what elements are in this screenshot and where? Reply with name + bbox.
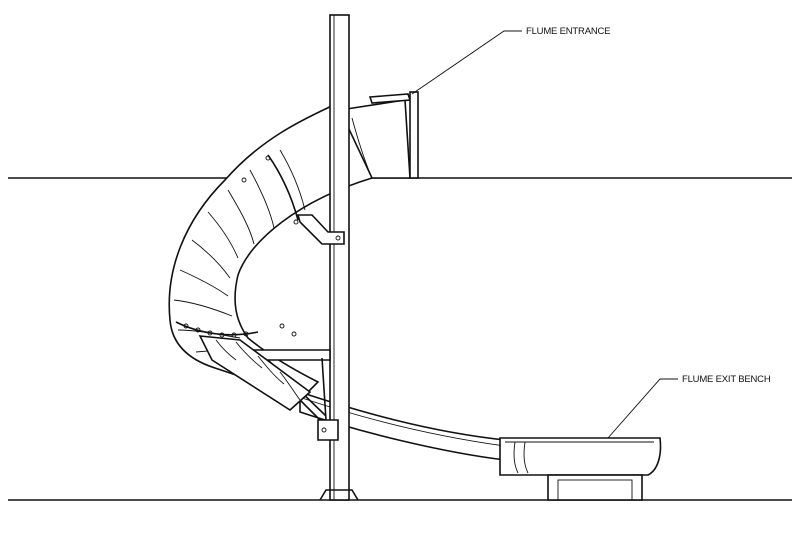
flume-exit-bench: [499, 437, 662, 501]
flume-entrance-leader: [411, 30, 522, 95]
flume-exit-bench-label: FLUME EXIT BENCH: [682, 374, 771, 385]
flume-exit-bench-leader: [607, 378, 678, 439]
flume-entrance-label: FLUME ENTRANCE: [526, 26, 610, 37]
support-column: [319, 14, 359, 501]
lower-flume-tube: [198, 323, 312, 412]
flume-entrance-section: [338, 91, 419, 179]
mid-support-bracket: [296, 214, 345, 245]
